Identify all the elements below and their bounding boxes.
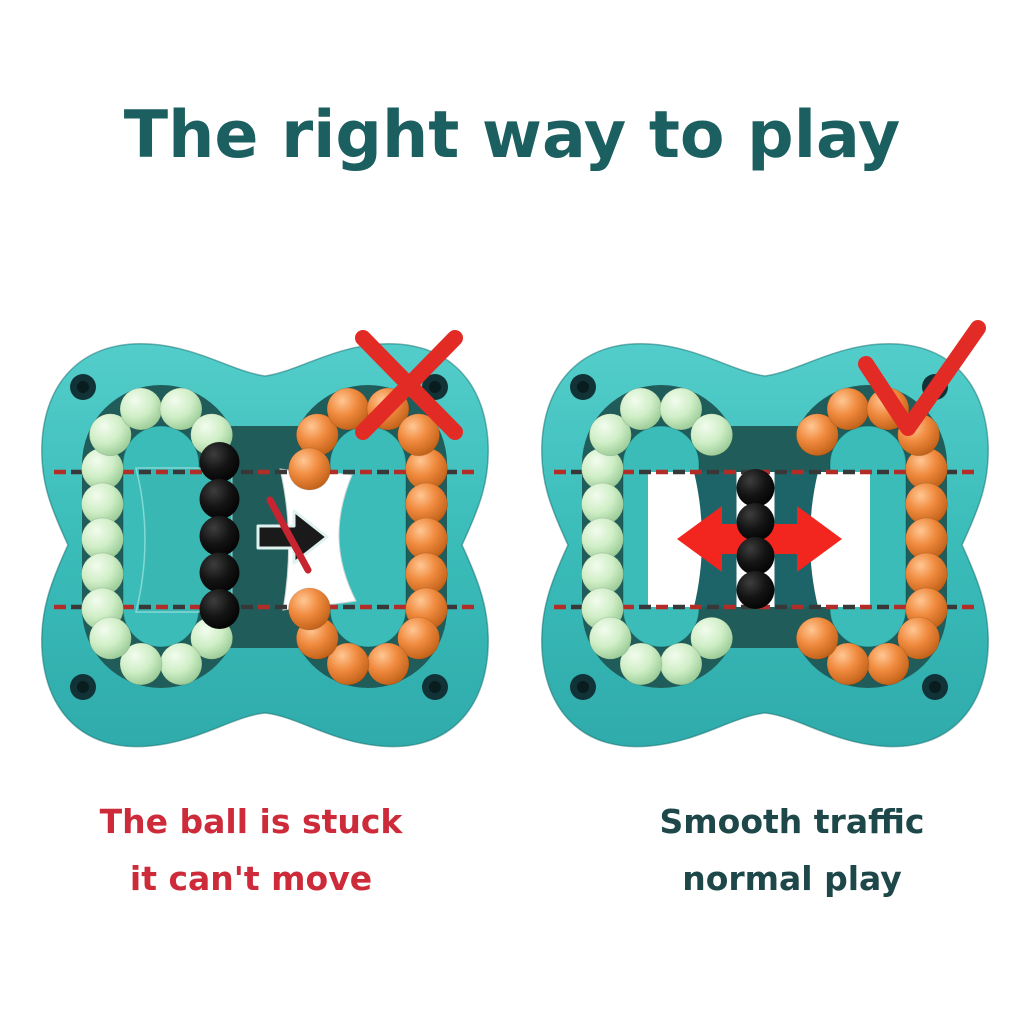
beads: [81, 387, 448, 686]
caption-smooth-line2: normal play: [682, 859, 902, 898]
black-bead: [199, 552, 240, 593]
screw: [70, 374, 96, 400]
screw: [570, 674, 596, 700]
screw-center: [77, 681, 89, 693]
orange-bead: [397, 616, 441, 660]
orange-bead: [288, 587, 331, 631]
orange-bead: [366, 642, 410, 686]
green-bead: [690, 413, 734, 457]
black-bead: [736, 571, 775, 609]
orange-bead: [326, 642, 370, 686]
black-bead: [199, 479, 240, 519]
black-bead: [736, 537, 775, 575]
green-bead: [588, 413, 632, 457]
screw-center: [577, 381, 589, 393]
screw-center: [577, 681, 589, 693]
screw: [570, 374, 596, 400]
green-bead: [119, 387, 163, 431]
green-bead: [690, 616, 734, 660]
screw: [70, 674, 96, 700]
caption-stuck-line1: The ball is stuck: [99, 802, 403, 841]
orange-bead: [826, 642, 870, 686]
green-bead: [88, 616, 132, 660]
black-bead: [199, 516, 240, 556]
caption-smooth: Smooth traffic normal play: [582, 793, 1002, 907]
caption-stuck-line2: it can't move: [129, 859, 373, 898]
screw-center: [429, 381, 441, 393]
black-bead: [199, 589, 240, 629]
green-bead: [159, 387, 203, 431]
black-bead: [736, 503, 775, 541]
orange-bead: [897, 616, 941, 660]
black-bead: [736, 469, 775, 507]
black-bead: [199, 442, 240, 482]
screw: [422, 674, 448, 700]
screw: [922, 674, 948, 700]
orange-bead: [397, 413, 441, 457]
orange-bead: [795, 616, 839, 660]
green-bead: [619, 642, 663, 686]
screw-center: [929, 681, 941, 693]
orange-bead: [826, 387, 870, 431]
slash-icon: [266, 496, 312, 574]
screw-center: [429, 681, 441, 693]
orange-bead: [866, 642, 910, 686]
caption-stuck: The ball is stuck it can't move: [41, 793, 461, 907]
green-bead: [588, 616, 632, 660]
beads: [581, 387, 948, 686]
green-bead: [119, 642, 163, 686]
screw-center: [77, 381, 89, 393]
orange-bead: [795, 413, 839, 457]
green-bead: [159, 642, 203, 686]
orange-bead: [288, 447, 331, 491]
green-bead: [659, 642, 703, 686]
track-island: [329, 425, 407, 648]
green-bead: [88, 413, 132, 457]
green-bead: [619, 387, 663, 431]
check-mark-icon: [858, 320, 986, 436]
page-title: The right way to play: [123, 98, 901, 173]
green-bead: [659, 387, 703, 431]
x-mark-icon: [355, 330, 463, 440]
caption-smooth-line1: Smooth traffic: [659, 802, 925, 841]
toy-stuck-illustration: [32, 330, 497, 750]
toy-smooth-illustration: [532, 320, 997, 750]
